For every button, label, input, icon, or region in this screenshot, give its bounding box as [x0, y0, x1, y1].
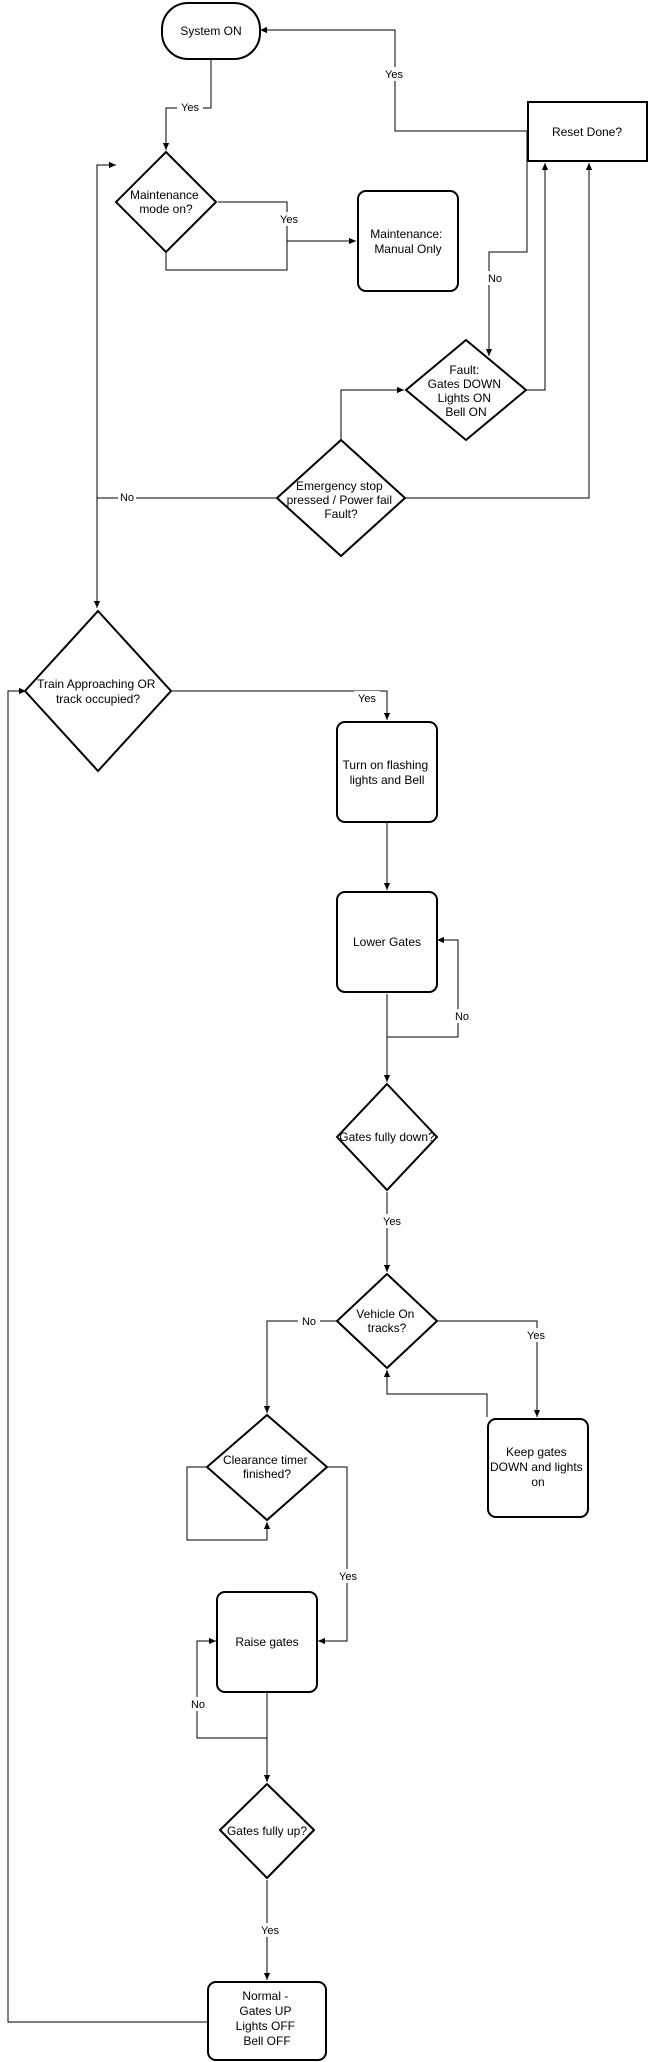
node-fault-line2: Gates DOWN: [428, 377, 501, 391]
node-vehicle-question-line1: Vehicle On: [356, 1307, 414, 1321]
svg-text:Gates fully up?: Gates fully up?: [227, 1824, 307, 1838]
node-maintenance-manual-line1: Maintenance:: [370, 227, 442, 241]
node-train-question-line1: Train Approaching OR: [37, 677, 156, 691]
node-train-question-line2: track occupied?: [56, 692, 140, 706]
svg-text:Gates fully down?: Gates fully down?: [339, 1130, 435, 1144]
node-flashing-lights-line2: lights and Bell: [350, 773, 425, 787]
node-fault[interactable]: Fault: Gates DOWN Lights ON Bell ON: [404, 338, 528, 442]
node-maintenance-question-line1: Maintenance: [130, 188, 199, 202]
svg-text:Reset Done?: Reset Done?: [552, 125, 622, 139]
edge-clearance-yes: [318, 1466, 348, 1645]
svg-text:Clearance timer finish: Clearance timer finished?: [223, 1453, 311, 1481]
node-raise-gates[interactable]: Raise gates: [216, 1591, 318, 1693]
node-keep-gates-line2: DOWN and lights: [490, 1460, 583, 1474]
svg-text:Normal - Gates UP: Normal - Gates UP Lights OFF Bell OFF: [236, 1989, 299, 2048]
node-emergency-question-line3: Fault?: [324, 507, 358, 521]
node-clearance-question-line2: finished?: [243, 1467, 291, 1481]
svg-text:Maintenance: Manual On: Maintenance: Manual Only: [370, 227, 445, 256]
node-fault-line3: Lights ON: [438, 391, 491, 405]
node-lower-gates[interactable]: Lower Gates: [336, 891, 438, 993]
node-gates-down-question-line: Gates fully down?: [339, 1130, 435, 1144]
label-maintenance-yes: Yes: [280, 214, 298, 226]
edge-reset-no: [485, 131, 528, 356]
node-vehicle-question[interactable]: Vehicle On tracks?: [335, 1272, 439, 1370]
edge-train-yes: [171, 690, 391, 720]
svg-text:Train Approaching OR t: Train Approaching OR track occupied?: [37, 677, 159, 706]
label-reset-no: No: [488, 273, 502, 285]
node-clearance-question-line1: Clearance timer: [223, 1453, 308, 1467]
node-normal[interactable]: Normal - Gates UP Lights OFF Bell OFF: [207, 1981, 327, 2061]
edge-emergency-to-reset: [405, 163, 593, 499]
edge-clearance-loop: [186, 1466, 271, 1541]
node-keep-gates-line3: on: [531, 1475, 544, 1489]
node-emergency-question-line1: Emergency stop: [296, 479, 383, 493]
label-vehicle-yes: Yes: [527, 1330, 545, 1342]
node-vehicle-question-line2: tracks?: [368, 1321, 407, 1335]
label-train-yes: Yes: [358, 693, 376, 705]
label-lower-no: No: [455, 1011, 469, 1023]
node-normal-line1: Normal -: [242, 1989, 288, 2003]
node-raise-gates-line: Raise gates: [235, 1635, 298, 1649]
node-fault-line1: Fault:: [449, 363, 479, 377]
svg-text:Lower Gates: Lower Gates: [353, 935, 421, 949]
edge-labels: Yes Yes Yes No No Yes No Yes No Yes Yes …: [118, 67, 549, 1937]
edge-fault-to-reset: [526, 163, 549, 391]
svg-text:Raise gates: Raise gates: [235, 1635, 298, 1649]
svg-text:Maintenance mode on?: Maintenance mode on?: [130, 188, 202, 216]
edge-raise-no-loop: [196, 1637, 267, 1739]
label-system-yes: Yes: [181, 102, 199, 114]
label-vehicle-no: No: [302, 1316, 316, 1328]
label-emergency-no: No: [120, 492, 134, 504]
edge-emergency-no-up: [96, 161, 277, 499]
node-lower-gates-line: Lower Gates: [353, 935, 421, 949]
node-train-question[interactable]: Train Approaching OR track occupied?: [23, 609, 173, 773]
svg-text:Emergency stop pressed: Emergency stop pressed / Power fail Faul…: [287, 479, 396, 521]
nodes: System ON Maintenance mode on? Maintenan…: [23, 2, 648, 2061]
node-emergency-question-line2: pressed / Power fail: [287, 493, 392, 507]
node-reset-done-line: Reset Done?: [552, 125, 622, 139]
node-normal-line4: Bell OFF: [243, 2034, 290, 2048]
edge-keep-to-vehicle: [383, 1370, 488, 1417]
node-normal-line2: Gates UP: [239, 2004, 291, 2018]
node-keep-gates-line1: Keep gates: [506, 1445, 567, 1459]
node-fault-line4: Bell ON: [445, 405, 486, 419]
edges: [7, 26, 593, 2023]
node-gates-down-question[interactable]: Gates fully down?: [335, 1082, 439, 1192]
node-system-on-line: System ON: [180, 24, 241, 38]
label-raise-no: No: [191, 1699, 205, 1711]
node-emergency-question[interactable]: Emergency stop pressed / Power fail Faul…: [275, 438, 407, 558]
edge-emergency-to-fault: [340, 386, 404, 440]
svg-text:Keep gates DOWN and li: Keep gates DOWN and lights on: [490, 1445, 586, 1489]
node-gates-up-question[interactable]: Gates fully up?: [219, 1783, 315, 1879]
svg-text:Turn on flashing light: Turn on flashing lights and Bell: [343, 758, 432, 787]
node-maintenance-manual[interactable]: Maintenance: Manual Only: [357, 190, 459, 292]
node-gates-up-question-line: Gates fully up?: [227, 1824, 307, 1838]
label-clearance-yes: Yes: [339, 1571, 357, 1583]
svg-text:System ON: System ON: [180, 24, 241, 38]
node-normal-line3: Lights OFF: [236, 2019, 295, 2033]
svg-text:Fault: Gates DOWN: Fault: Gates DOWN Lights ON Bell ON: [428, 363, 505, 419]
node-flashing-lights[interactable]: Turn on flashing lights and Bell: [336, 721, 438, 823]
label-gatesdown-yes: Yes: [383, 1216, 401, 1228]
node-maintenance-question[interactable]: Maintenance mode on?: [114, 150, 218, 254]
svg-text:Vehicle On tracks?: Vehicle On tracks?: [356, 1307, 417, 1335]
label-reset-yes: Yes: [385, 69, 403, 81]
edge-vehicle-no: [263, 1320, 337, 1413]
node-keep-gates[interactable]: Keep gates DOWN and lights on: [487, 1418, 589, 1518]
node-maintenance-question-line2: mode on?: [139, 202, 193, 216]
node-reset-done[interactable]: Reset Done?: [527, 101, 648, 162]
node-clearance-question[interactable]: Clearance timer finished?: [205, 1413, 329, 1522]
node-maintenance-manual-line2: Manual Only: [374, 242, 441, 256]
node-system-on[interactable]: System ON: [161, 2, 261, 60]
label-gatesup-yes: Yes: [261, 1925, 279, 1937]
node-flashing-lights-line1: Turn on flashing: [343, 758, 429, 772]
edge-lower-no-loop: [387, 936, 459, 1038]
edge-vehicle-yes: [437, 1320, 541, 1417]
edge-normal-to-train: [7, 687, 207, 2023]
